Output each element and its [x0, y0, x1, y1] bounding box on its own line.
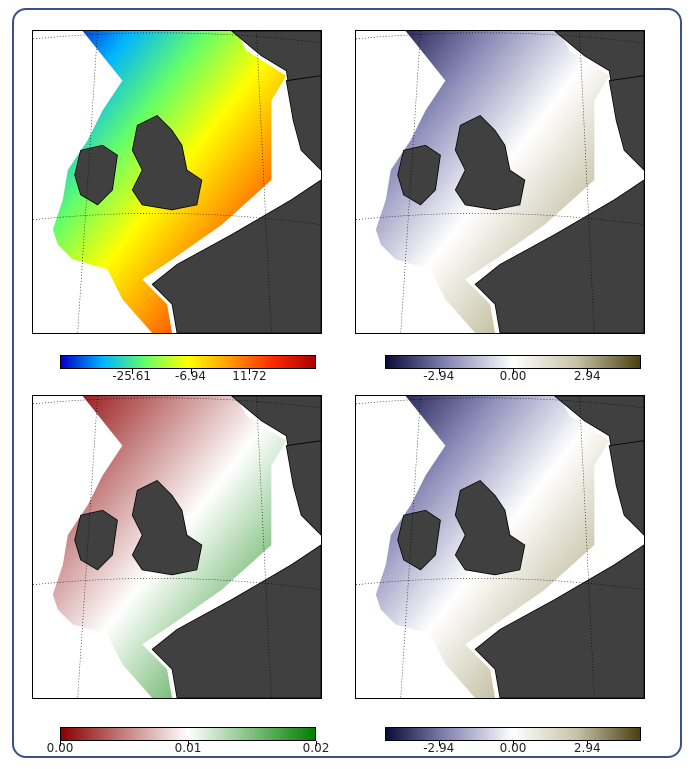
colorbar-ticks-top-left: -25.61 -6.94 11.72	[60, 369, 316, 383]
colorbar-tick-label: 2.94	[573, 741, 601, 755]
land-mass	[131, 479, 203, 576]
colorbar-tick	[190, 369, 192, 374]
map-panel-bottom-right	[355, 395, 645, 699]
colorbar-tick	[587, 369, 589, 374]
land-mass	[74, 509, 118, 571]
colorbar-top-right	[385, 355, 641, 369]
colorbar-top-left	[60, 355, 316, 369]
colorbar-tick-label: 11.72	[232, 369, 267, 383]
land-mass	[131, 114, 203, 211]
colorbar-tick	[438, 741, 440, 746]
land-mass	[474, 179, 644, 333]
colorbar-tick-label: -6.94	[175, 369, 207, 383]
colorbar-tick	[60, 741, 61, 746]
colorbar-tick-label: 2.94	[573, 369, 601, 383]
land-mass	[608, 440, 644, 536]
colorbar-tick-label: 0.01	[174, 741, 202, 755]
colorbar-ticks-bottom-right: -2.94 0.00 2.94	[385, 741, 641, 755]
land-mass	[474, 544, 644, 698]
map-panel-bottom-left	[32, 395, 322, 699]
colorbar-tick-label: 0.00	[46, 741, 74, 755]
colorbar-ticks-top-right: -2.94 0.00 2.94	[385, 369, 641, 383]
colorbar-tick	[513, 741, 514, 746]
land-mass	[74, 144, 118, 206]
map-svg	[356, 31, 644, 333]
map-svg	[33, 31, 321, 333]
colorbar-tick	[438, 369, 440, 374]
land-mass	[151, 179, 321, 333]
land-mass	[397, 509, 441, 571]
graticule-line	[356, 213, 644, 226]
colorbar-bottom-right	[385, 727, 641, 741]
land-mass	[454, 114, 526, 211]
colorbar-ticks-bottom-left: 0.00 0.01 0.02	[47, 741, 329, 755]
map-svg	[356, 396, 644, 698]
colorbar-tick	[587, 741, 589, 746]
land-mass	[151, 544, 321, 698]
graticule-line	[33, 578, 321, 591]
colorbar-tick-label: 0.00	[499, 369, 527, 383]
land-mass	[397, 144, 441, 206]
graticule-line	[356, 578, 644, 591]
colorbar-tick-label: 0.02	[302, 741, 330, 755]
colorbar-tick	[188, 741, 189, 746]
map-svg	[33, 396, 321, 698]
land-mass	[608, 75, 644, 171]
land-mass	[285, 75, 321, 171]
graticule-line	[356, 397, 644, 409]
colorbar-tick	[249, 369, 251, 374]
colorbar-bottom-left	[60, 727, 316, 741]
land-mass	[454, 479, 526, 576]
colorbar-tick	[131, 369, 133, 374]
graticule-line	[33, 32, 321, 44]
colorbar-tick-label: -2.94	[423, 369, 455, 383]
colorbar-tick	[316, 741, 317, 746]
graticule-line	[33, 397, 321, 409]
colorbar-tick-label: 0.00	[499, 741, 527, 755]
colorbar-tick-label: -25.61	[112, 369, 152, 383]
graticule-line	[356, 32, 644, 44]
map-panel-top-right	[355, 30, 645, 334]
colorbar-tick	[513, 369, 514, 374]
colorbar-tick-label: -2.94	[423, 741, 455, 755]
land-mass	[285, 440, 321, 536]
graticule-line	[33, 213, 321, 226]
map-panel-top-left	[32, 30, 322, 334]
